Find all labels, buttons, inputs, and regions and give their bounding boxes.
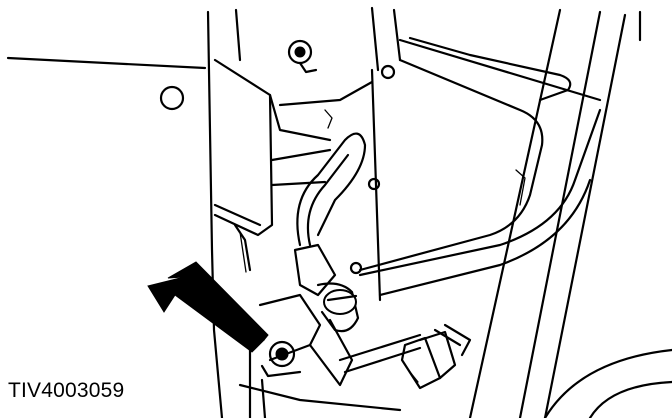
figure-identifier: TIV4003059 bbox=[8, 379, 125, 402]
inner-panel bbox=[349, 36, 602, 302]
side-connector bbox=[238, 323, 472, 412]
right-structure bbox=[468, 8, 672, 418]
wiring-harness bbox=[296, 109, 367, 247]
upper-bolt bbox=[287, 39, 318, 74]
lower-bolt bbox=[260, 340, 302, 378]
floor-panel bbox=[6, 56, 207, 111]
pointer-arrow bbox=[147, 261, 269, 353]
harness-connector bbox=[248, 243, 360, 387]
mounting-bracket bbox=[213, 58, 374, 273]
lower-edges bbox=[248, 328, 267, 418]
